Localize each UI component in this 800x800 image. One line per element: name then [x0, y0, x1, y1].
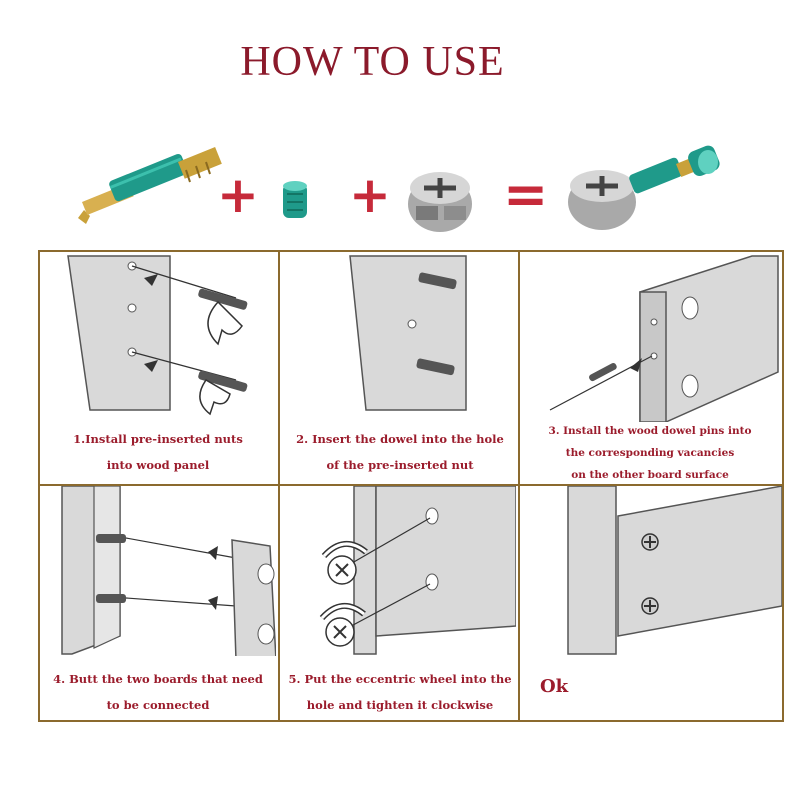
caption-line: Ok: [540, 676, 569, 697]
step-2-illustration: [349, 255, 467, 411]
eccentric-wheel-icon: [408, 172, 472, 232]
step-4-illustration: [61, 486, 276, 656]
equation-row: [78, 145, 720, 232]
caption-line: the corresponding vacancies: [565, 447, 735, 459]
caption-line: of the pre-inserted nut: [326, 458, 474, 472]
caption-line: 3. Install the wood dowel pins into: [548, 425, 752, 437]
assembled-connector-icon: [568, 145, 720, 230]
instruction-grid: [38, 250, 784, 722]
step-5-illustration: [319, 486, 516, 655]
caption-line: to be connected: [106, 698, 210, 712]
page-title: HOW TO USE: [240, 39, 505, 85]
step-5-caption: 5. Put the eccentric wheel into the hole…: [282, 666, 518, 718]
grid-divider: [518, 252, 520, 720]
plus-sign: +: [349, 166, 391, 224]
plus-sign: +: [217, 166, 259, 224]
caption-line: on the other board surface: [571, 469, 729, 481]
grid-divider: [278, 252, 280, 720]
pre-inserted-nut-icon: [283, 181, 307, 218]
step-3-illustration: [549, 255, 779, 422]
step-3-caption: 3. Install the wood dowel pins into the …: [520, 420, 780, 486]
step-6-caption: Ok: [540, 674, 640, 700]
step-4-caption: 4. Butt the two boards that need to be c…: [42, 666, 274, 718]
grid-divider: [40, 484, 782, 486]
caption-line: 2. Insert the dowel into the hole: [296, 432, 504, 446]
step-2-caption: 2. Insert the dowel into the hole of the…: [282, 426, 518, 478]
step-1-caption: 1.Install pre-inserted nuts into wood pa…: [42, 426, 274, 478]
caption-line: into wood panel: [106, 458, 210, 472]
step-1-illustration: [67, 255, 248, 416]
caption-line: 1.Install pre-inserted nuts: [73, 432, 243, 446]
caption-line: hole and tighten it clockwise: [306, 698, 494, 712]
equals-sign: =: [503, 163, 549, 226]
caption-line: 5. Put the eccentric wheel into the: [288, 672, 512, 686]
step-6-illustration: [567, 486, 782, 655]
caption-line: 4. Butt the two boards that need: [53, 672, 263, 686]
bolt-icon: [78, 147, 222, 224]
